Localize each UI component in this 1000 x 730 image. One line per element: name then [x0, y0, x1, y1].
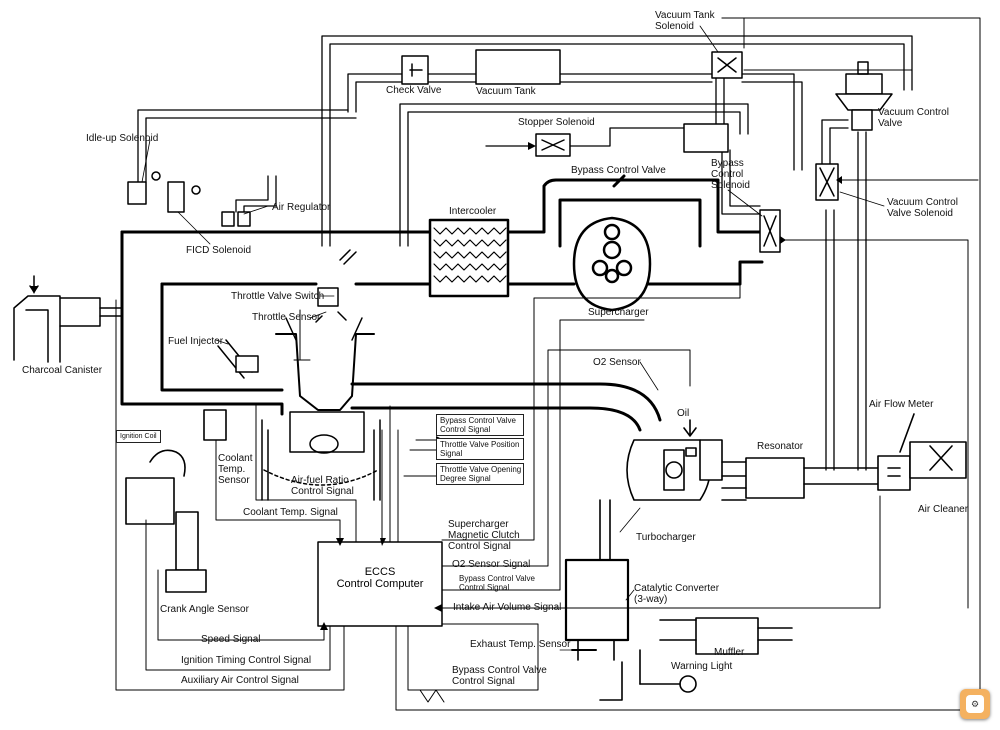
label-vacuum-control-valve-solenoid: Vacuum Control Valve Solenoid	[887, 197, 958, 219]
corner-app-icon[interactable]: ⚙	[960, 689, 990, 719]
label-stopper-solenoid: Stopper Solenoid	[518, 117, 595, 128]
label-bypass-control-solenoid: Bypass Control Solenoid	[711, 158, 750, 191]
corner-app-glyph-icon: ⚙	[966, 695, 984, 713]
label-bypass-control-valve-control-signal: Bypass Control Valve Control Signal	[452, 665, 547, 687]
warning-light-body	[639, 649, 697, 693]
label-exhaust-temp-sensor: Exhaust Temp. Sensor	[470, 639, 571, 650]
resonator	[721, 457, 881, 501]
coolant-temp-sensor-body	[203, 409, 227, 441]
label-intake-air-volume-signal: Intake Air Volume Signal	[453, 602, 562, 613]
supercharger	[572, 216, 652, 312]
signal-box-throttle-valve-opening-degree: Throttle Valve Opening Degree Signal	[436, 463, 524, 485]
catalytic-converter	[564, 499, 630, 661]
label-bypass-control-valve: Bypass Control Valve	[571, 165, 666, 176]
leader-lines	[141, 25, 885, 651]
air-cleaner	[909, 441, 967, 479]
solenoids	[535, 51, 839, 253]
label-ignition-timing-control-signal: Ignition Timing Control Signal	[181, 655, 312, 666]
label-intercooler: Intercooler	[449, 206, 497, 217]
check-valve	[401, 55, 429, 85]
label-ignition-coil: Ignition Coil	[116, 430, 161, 443]
label-air-fuel-ratio-control-signal: Air-fuel Ratio Control Signal	[291, 475, 354, 497]
label-bypass-control-valve-control-signal-small: Bypass Control Valve Control Signal	[459, 574, 535, 592]
eccs-control-computer	[317, 541, 443, 627]
label-fuel-injector: Fuel Injector	[168, 336, 224, 347]
idle-up-solenoid-body	[127, 171, 251, 227]
bypass-control-valve-body	[612, 174, 626, 188]
label-vacuum-control-valve: Vacuum Control Valve	[878, 107, 949, 129]
label-supercharger: Supercharger	[588, 307, 649, 318]
signal-box-bypass-control-valve: Bypass Control Valve Control Signal	[436, 414, 524, 436]
label-o2-sensor-signal: O2 Sensor Signal	[452, 559, 531, 570]
label-catalytic-converter: Catalytic Converter (3-way)	[634, 583, 720, 605]
label-check-valve: Check Valve	[386, 85, 442, 96]
charcoal-canister	[13, 275, 123, 363]
label-supercharger-magnetic-clutch-control-signal: Supercharger Magnetic Clutch Control Sig…	[448, 519, 520, 552]
intercooler	[428, 218, 510, 298]
vacuum-control-valve	[835, 61, 893, 131]
vacuum-tank	[475, 49, 561, 85]
label-idle-up-solenoid: Idle-up Solenoid	[86, 133, 159, 144]
fuel-injector	[217, 339, 259, 379]
signal-box-throttle-valve-position: Throttle Valve Position Signal	[436, 438, 524, 460]
label-oil: Oil	[677, 408, 690, 419]
label-vacuum-tank-solenoid: Vacuum Tank Solenoid	[655, 10, 715, 32]
label-warning-light: Warning Light	[671, 661, 733, 672]
throttle-body	[315, 249, 357, 323]
label-crank-angle-sensor: Crank Angle Sensor	[160, 604, 249, 615]
muffler	[599, 617, 793, 701]
turbocharger	[626, 419, 747, 501]
label-air-flow-meter: Air Flow Meter	[869, 399, 934, 410]
label-auxiliary-air-control-signal: Auxiliary Air Control Signal	[181, 675, 299, 686]
label-air-cleaner: Air Cleaner	[918, 504, 969, 515]
label-charcoal-canister: Charcoal Canister	[22, 365, 103, 376]
ignition-coil-body	[125, 449, 207, 593]
label-coolant-temp-sensor: Coolant Temp. Sensor	[218, 453, 253, 486]
engine-block	[261, 317, 381, 501]
air-flow-meter	[877, 413, 915, 491]
intake-duct	[120, 178, 764, 432]
label-speed-signal: Speed Signal	[201, 634, 261, 645]
label-throttle-valve-switch: Throttle Valve Switch	[231, 291, 325, 302]
label-turbocharger: Turbocharger	[636, 532, 696, 543]
eccs-control-computer-label: ECCS Control Computer	[336, 566, 424, 590]
label-vacuum-tank: Vacuum Tank	[476, 86, 536, 97]
label-ficd-solenoid: FICD Solenoid	[186, 245, 252, 256]
label-muffler: Muffler	[714, 647, 745, 658]
label-coolant-temp-signal: Coolant Temp. Signal	[243, 507, 338, 518]
label-o2-sensor: O2 Sensor	[593, 357, 641, 368]
label-resonator: Resonator	[757, 441, 804, 452]
label-throttle-sensor: Throttle Sensor	[252, 312, 321, 323]
label-air-regulator: Air Regulator	[272, 202, 331, 213]
vacuum-hoses	[137, 35, 913, 471]
